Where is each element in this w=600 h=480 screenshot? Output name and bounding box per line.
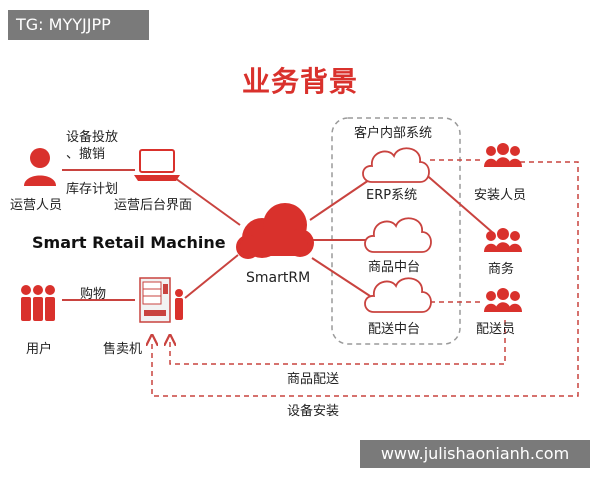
device-release-label-2: 、撤销 xyxy=(66,147,106,162)
watermark-label: TG: MYYJJPP xyxy=(8,10,149,40)
line-hub-delivery xyxy=(311,257,371,297)
ops-person-icon xyxy=(24,148,56,186)
goods-cloud-icon xyxy=(364,217,432,253)
device-install-path xyxy=(152,161,579,397)
users-group-icon xyxy=(21,285,55,321)
internal-system-label: 客户内部系统 xyxy=(354,126,433,141)
smartrm-cloud-icon xyxy=(236,203,314,259)
smartrm-label: SmartRM xyxy=(246,270,311,286)
delivery-staff-label: 配送员 xyxy=(476,322,516,337)
line-machine-hub xyxy=(184,254,239,299)
ops-backend-label: 运营后台界面 xyxy=(114,198,193,213)
page-title: 业务背景 xyxy=(241,65,358,98)
installer-label: 安装人员 xyxy=(474,188,527,203)
ops-person-label: 运营人员 xyxy=(10,198,63,213)
erp-label: ERP系统 xyxy=(366,188,418,203)
business-group-icon xyxy=(484,228,522,252)
purchase-label: 购物 xyxy=(80,287,107,302)
line-erp-business xyxy=(422,171,493,233)
line-hub-erp xyxy=(309,177,373,221)
delivery-staff-group-icon xyxy=(484,288,522,312)
vending-machine-label: 售卖机 xyxy=(103,342,143,357)
website-label: www.julishaonianh.com xyxy=(360,440,590,468)
delivery-center-label: 配送中台 xyxy=(368,322,421,337)
business-label: 商务 xyxy=(488,262,515,277)
inventory-plan-label: 库存计划 xyxy=(66,182,119,197)
machine-title: Smart Retail Machine xyxy=(32,233,226,252)
laptop-icon xyxy=(134,149,180,181)
installer-group-icon xyxy=(484,143,522,167)
goods-center-label: 商品中台 xyxy=(368,260,421,275)
device-install-label: 设备安装 xyxy=(287,404,340,419)
goods-delivery-path xyxy=(170,320,506,365)
internal-system-box xyxy=(331,117,461,345)
device-release-label-1: 设备投放 xyxy=(66,130,119,145)
vending-machine-icon xyxy=(139,277,183,323)
delivery-cloud-icon xyxy=(364,277,432,313)
goods-delivery-label: 商品配送 xyxy=(287,372,340,387)
user-label: 用户 xyxy=(26,342,53,357)
line-laptop-hub xyxy=(174,177,241,226)
erp-cloud-icon xyxy=(362,147,430,183)
